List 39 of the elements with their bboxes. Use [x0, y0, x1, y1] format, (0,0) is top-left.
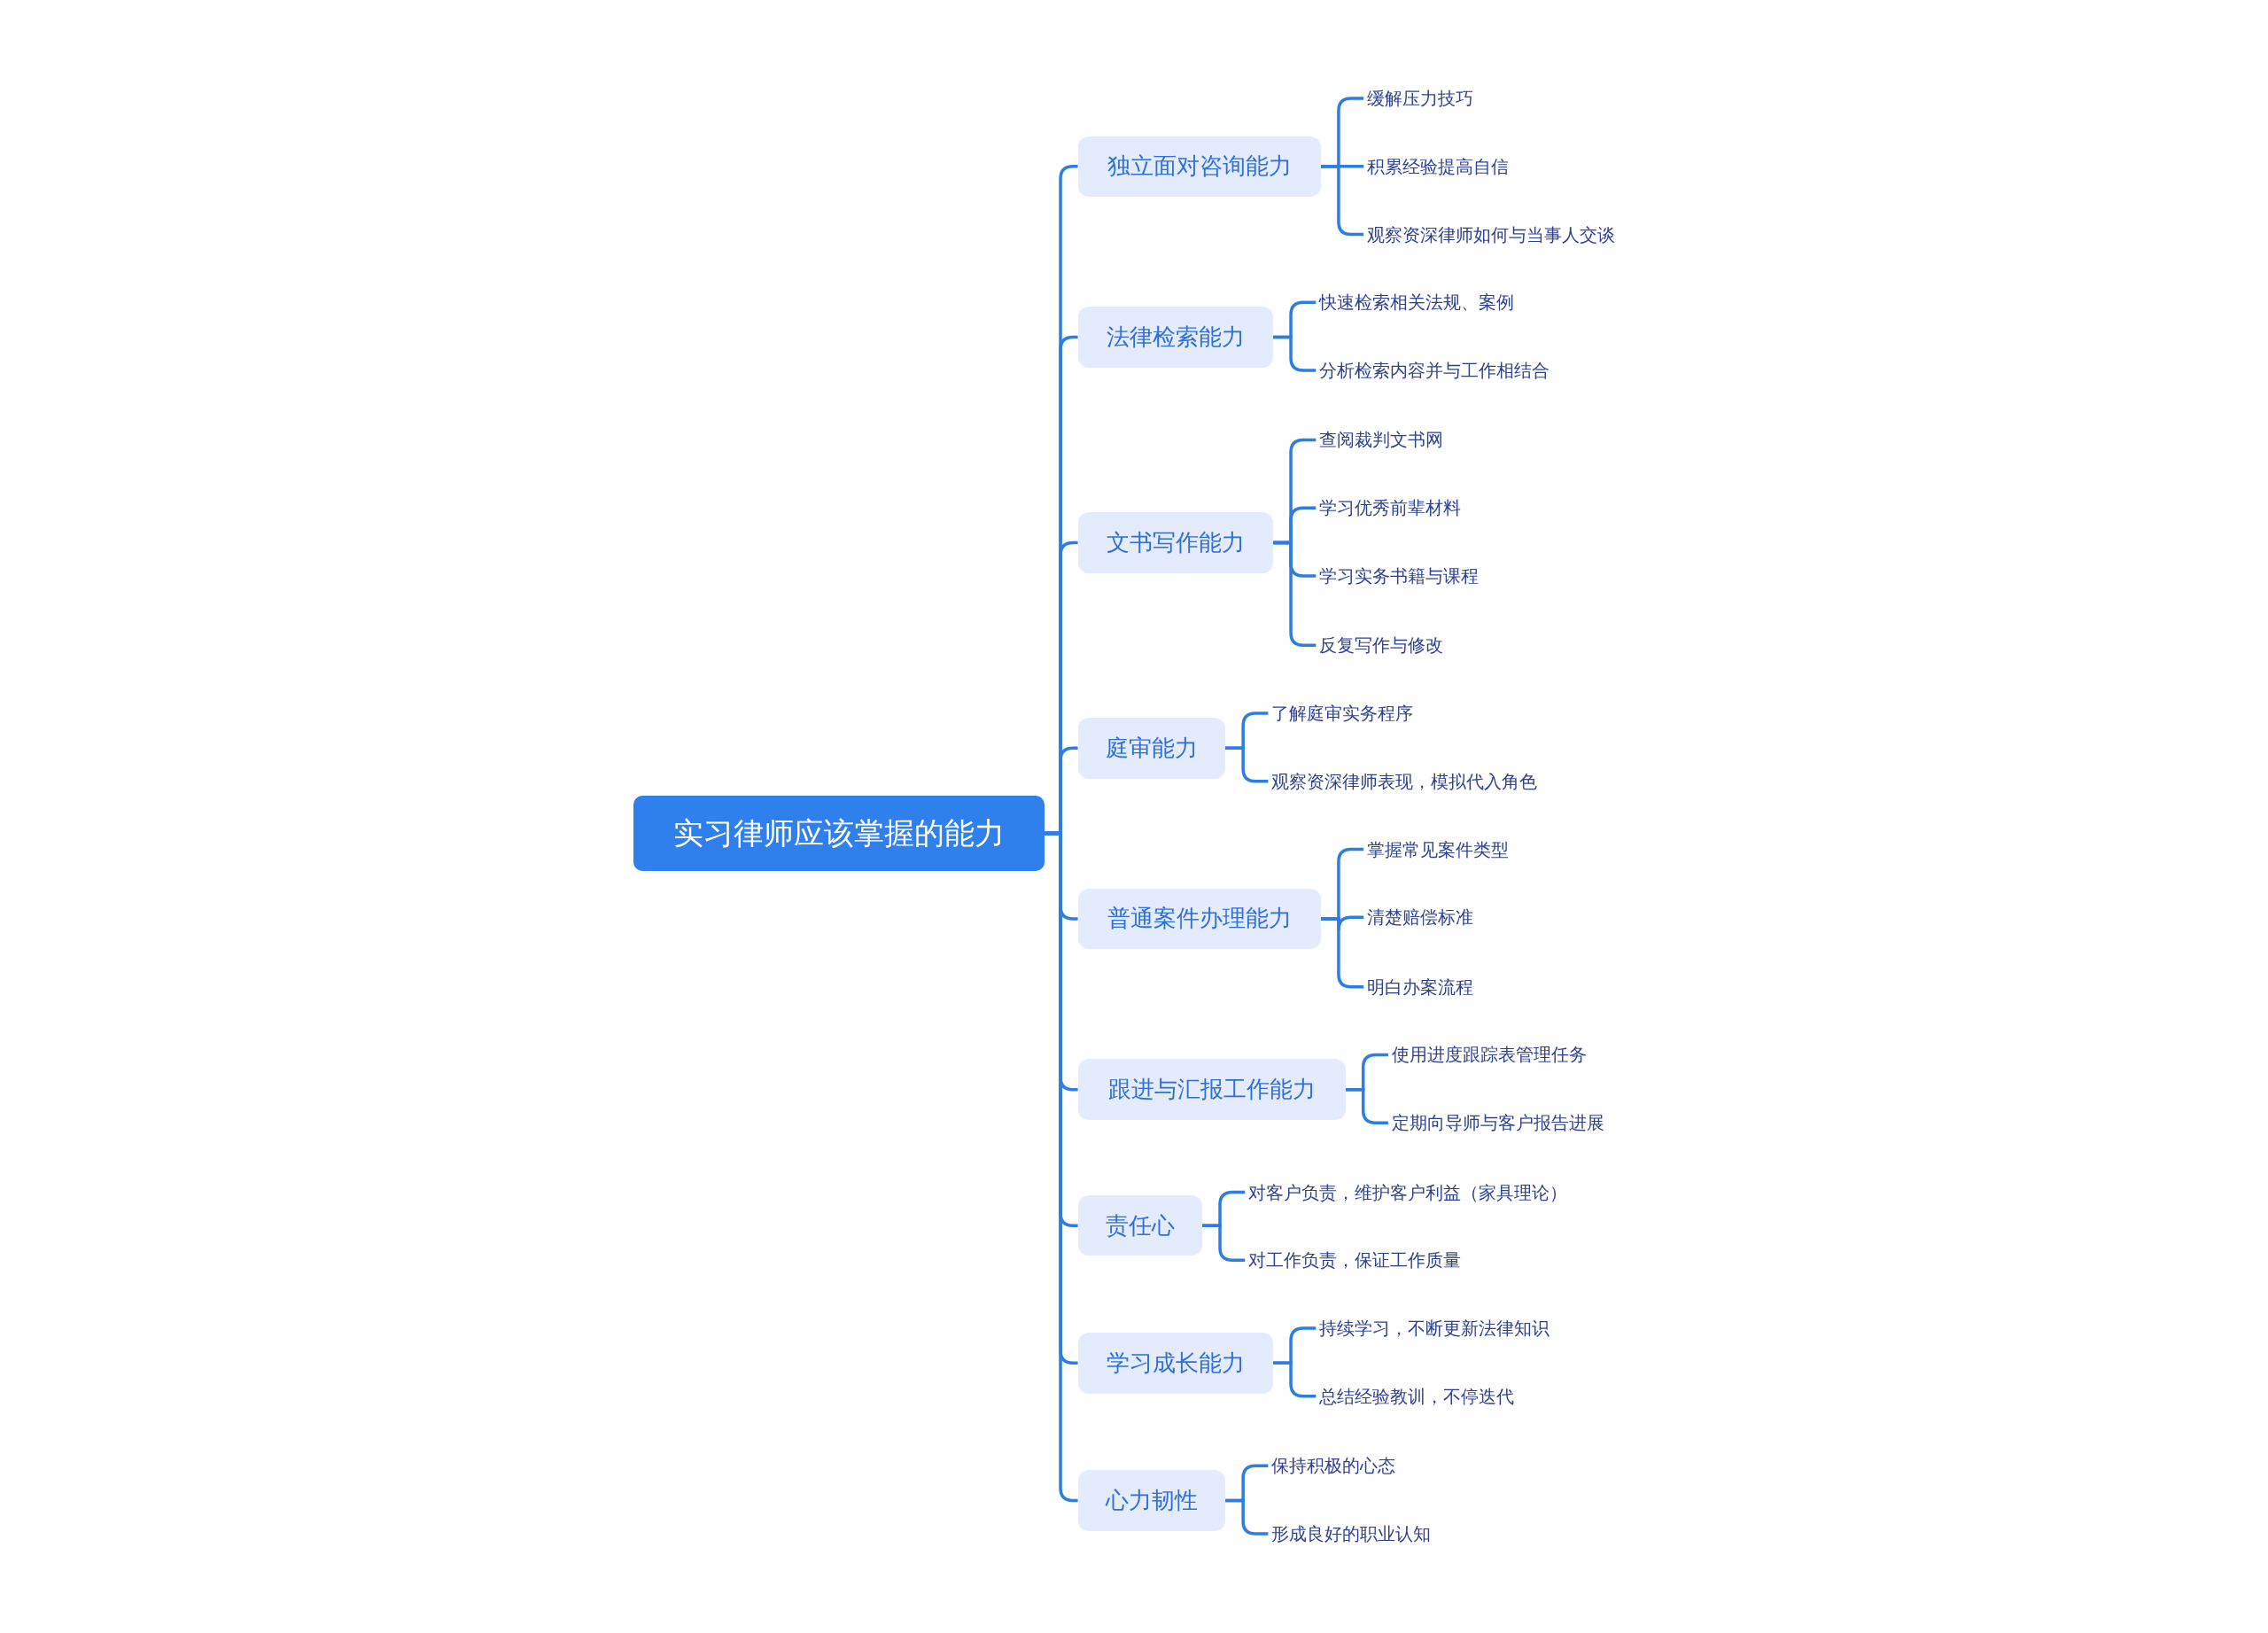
subtopic-text: 保持积极的心态	[1271, 1451, 1396, 1481]
connector-line	[1202, 1224, 1246, 1263]
subtopic-text: 学习优秀前辈材料	[1319, 494, 1462, 523]
subtopic-text: 对工作负责，保证工作质量	[1248, 1246, 1462, 1275]
subtopic-text: 反复写作与修改	[1319, 631, 1444, 660]
subtopic-text: 总结经验教训，不停迭代	[1319, 1381, 1515, 1411]
subtopic-text: 观察资深律师表现，模拟代入角色	[1271, 766, 1538, 796]
topic-box: 跟进与汇报工作能力	[1077, 1059, 1346, 1120]
subtopic-text: 掌握常见案件类型	[1367, 835, 1510, 864]
subtopic-text: 形成良好的职业认知	[1271, 1519, 1432, 1548]
subtopic-text: 清楚赔偿标准	[1367, 903, 1474, 932]
subtopic-text: 快速检索相关法规、案例	[1319, 288, 1515, 317]
topic-box: 心力韧性	[1077, 1470, 1226, 1531]
subtopic-text: 持续学习，不断更新法律知识	[1319, 1314, 1550, 1343]
connector-line	[1345, 1087, 1388, 1124]
subtopic-text: 使用进度跟踪表管理任务	[1391, 1040, 1587, 1069]
subtopic-text: 对客户负责，维护客户利益（家具理论）	[1248, 1178, 1568, 1207]
connector-line	[1273, 1361, 1317, 1398]
topic-box: 法律检索能力	[1077, 307, 1274, 368]
connector-line	[1273, 335, 1317, 372]
connector-line	[1225, 1498, 1269, 1536]
topic-box: 学习成长能力	[1077, 1333, 1274, 1394]
root-topic-box: 实习律师应该掌握的能力	[633, 796, 1045, 872]
topic-box: 庭审能力	[1077, 717, 1226, 779]
subtopic-text: 分析检索内容并与工作相结合	[1319, 356, 1550, 385]
topic-box: 文书写作能力	[1077, 512, 1274, 573]
subtopic-text: 查阅裁判文书网	[1319, 425, 1444, 455]
topic-box: 责任心	[1077, 1194, 1202, 1256]
subtopic-text: 缓解压力技巧	[1367, 84, 1474, 113]
subtopic-text: 定期向导师与客户报告进展	[1391, 1108, 1604, 1138]
topic-box: 独立面对咨询能力	[1077, 136, 1321, 198]
topic-box: 普通案件办理能力	[1077, 888, 1321, 950]
subtopic-text: 积累经验提高自信	[1367, 152, 1510, 181]
subtopic-text: 学习实务书籍与课程	[1319, 561, 1480, 590]
subtopic-text: 观察资深律师如何与当事人交谈	[1367, 220, 1616, 249]
subtopic-text: 明白办案流程	[1367, 972, 1474, 1001]
connector-line	[1225, 746, 1269, 783]
connector-line	[1320, 165, 1364, 237]
subtopic-text: 了解庭审实务程序	[1271, 699, 1414, 728]
